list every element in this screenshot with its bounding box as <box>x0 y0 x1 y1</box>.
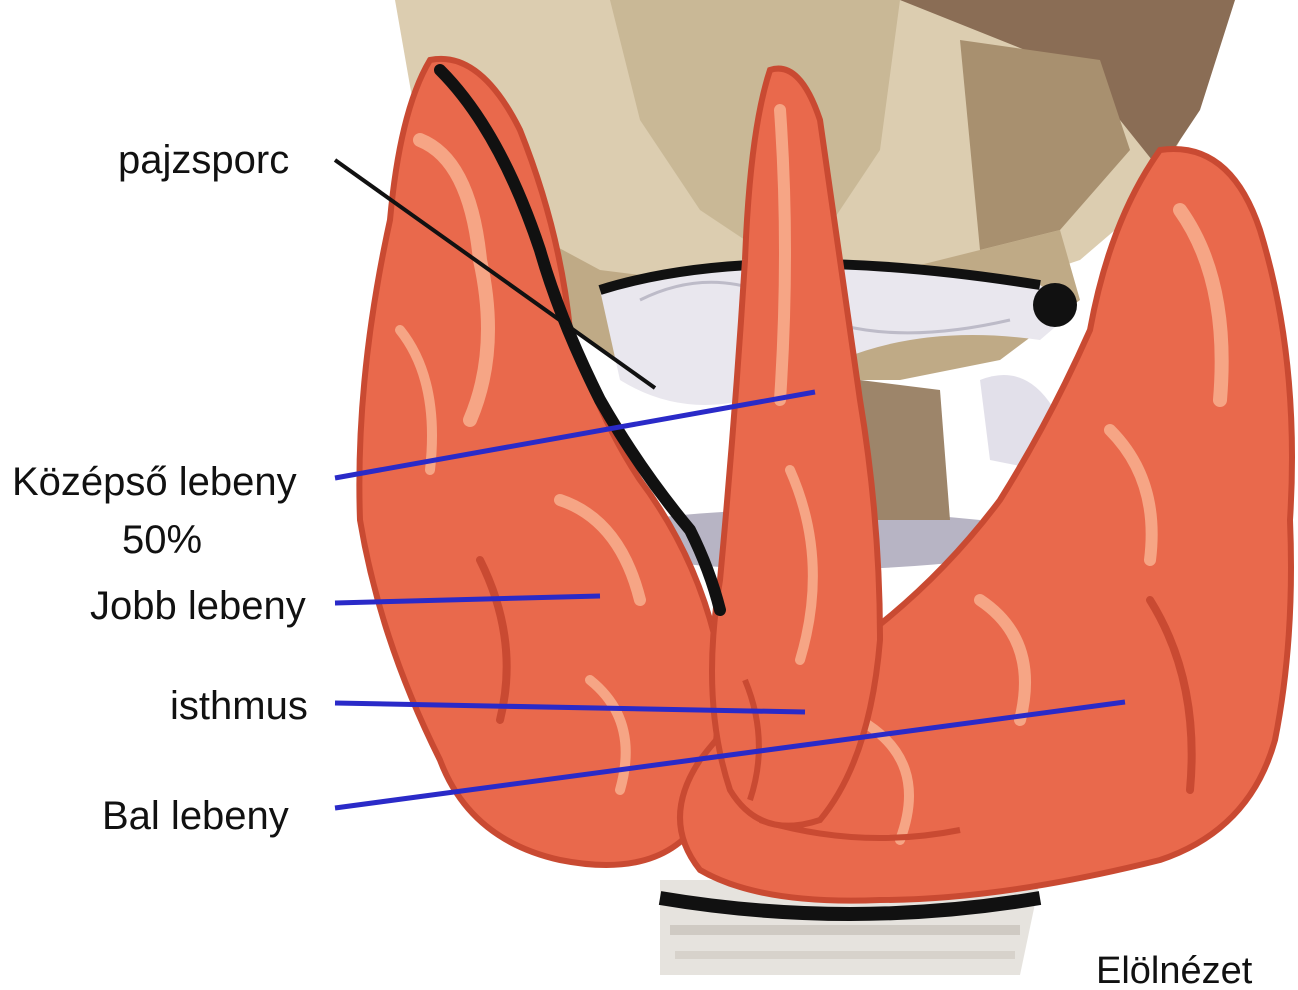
label-percent: 50% <box>122 520 202 560</box>
label-view-caption: Elölnézet <box>1096 952 1252 990</box>
label-kozepso-lebeny: Középső lebeny <box>12 462 297 502</box>
label-isthmus: isthmus <box>170 686 308 726</box>
label-bal-lebeny: Bal lebeny <box>102 796 289 836</box>
label-pajzsporc: pajzsporc <box>118 140 289 180</box>
label-jobb-lebeny: Jobb lebeny <box>90 586 306 626</box>
